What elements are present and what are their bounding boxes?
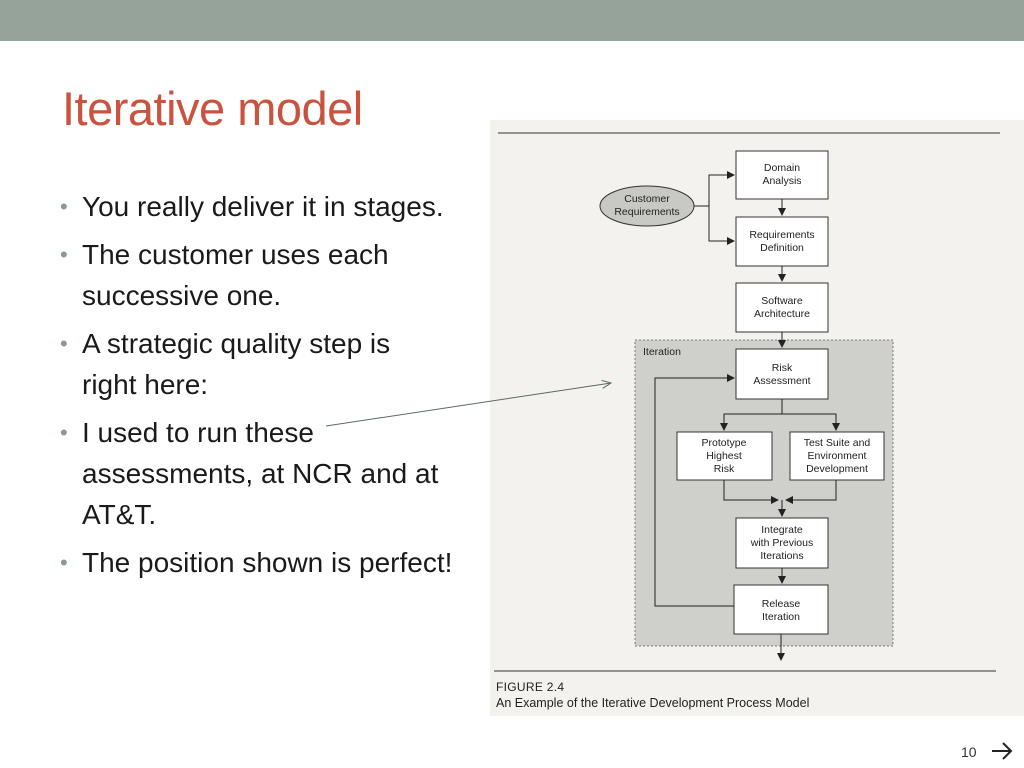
bullet-text: The position shown is perfect! xyxy=(82,547,453,578)
box-label-line: Software xyxy=(761,295,803,307)
software-architecture-box xyxy=(735,282,829,333)
bullet-item: • The customer uses each successive one. xyxy=(60,234,490,316)
bullet-dot: • xyxy=(60,331,68,356)
box-label-line: Architecture xyxy=(754,308,810,320)
bullet-text: The customer uses each successive one. xyxy=(82,239,389,311)
loop-back-arrow xyxy=(654,374,735,607)
box-label-line: Risk xyxy=(714,463,735,475)
box-label-line: Iterations xyxy=(760,550,803,562)
flow-arrow xyxy=(785,480,837,504)
page-number: 10 xyxy=(961,744,977,760)
oval-label-line: Customer xyxy=(624,193,670,205)
bullet-item: • A strategic quality step is right here: xyxy=(60,323,490,405)
iteration-label: Iteration xyxy=(643,346,681,358)
bullet-item: • You really deliver it in stages. xyxy=(60,186,490,227)
box-label-line: Test Suite and xyxy=(804,437,871,449)
bullet-dot: • xyxy=(60,194,68,219)
flow-arrow xyxy=(782,413,840,431)
requirements-definition-box xyxy=(735,216,829,267)
top-band xyxy=(0,0,1024,41)
arrow-right-icon[interactable] xyxy=(989,740,1015,762)
flowchart-diagram: Iteration Customer Requirements Domain A… xyxy=(494,132,1000,672)
box-label-line: Iteration xyxy=(762,611,800,623)
box-label-line: Requirements xyxy=(749,229,814,241)
flow-arrow xyxy=(723,480,779,504)
box-label-line: Highest xyxy=(706,450,742,462)
box-label-line: Domain xyxy=(764,162,800,174)
bullet-text: You really deliver it in stages. xyxy=(82,191,444,222)
flow-arrow xyxy=(720,399,783,431)
box-label-line: Prototype xyxy=(702,437,747,449)
box-label-line: Environment xyxy=(808,450,867,462)
bullet-text: I used to run these assessments, at NCR … xyxy=(82,417,439,530)
process-model-figure: Iteration Customer Requirements Domain A… xyxy=(490,120,1024,716)
risk-assessment-box xyxy=(735,348,829,400)
figure-caption-text: An Example of the Iterative Development … xyxy=(496,696,810,710)
prototype-box xyxy=(676,431,773,481)
integrate-box xyxy=(735,517,829,569)
figure-caption-number: FIGURE 2.4 xyxy=(496,680,565,694)
flow-arrow xyxy=(694,171,735,207)
bullet-item: • I used to run these assessments, at NCR… xyxy=(60,412,490,535)
domain-analysis-box xyxy=(735,150,829,200)
box-label-line: Definition xyxy=(760,242,804,254)
box-label-line: Assessment xyxy=(753,375,810,387)
test-suite-box xyxy=(789,431,885,481)
bullet-dot: • xyxy=(60,550,68,575)
box-label-line: Development xyxy=(806,463,868,475)
bullet-dot: • xyxy=(60,242,68,267)
oval-label-line: Requirements xyxy=(614,206,679,218)
box-label-line: with Previous xyxy=(750,537,813,549)
box-label-line: Integrate xyxy=(761,524,803,536)
flow-arrow xyxy=(708,206,735,245)
box-label-line: Risk xyxy=(772,362,793,374)
slide-title: Iterative model xyxy=(62,82,363,135)
bullet-list: • You really deliver it in stages. • The c… xyxy=(60,186,490,590)
bullet-item: • The position shown is perfect! xyxy=(60,542,490,583)
bullet-dot: • xyxy=(60,420,68,445)
bullet-text: A strategic quality step is right here: xyxy=(82,328,391,400)
box-label-line: Release xyxy=(762,598,801,610)
box-label-line: Analysis xyxy=(762,175,801,187)
